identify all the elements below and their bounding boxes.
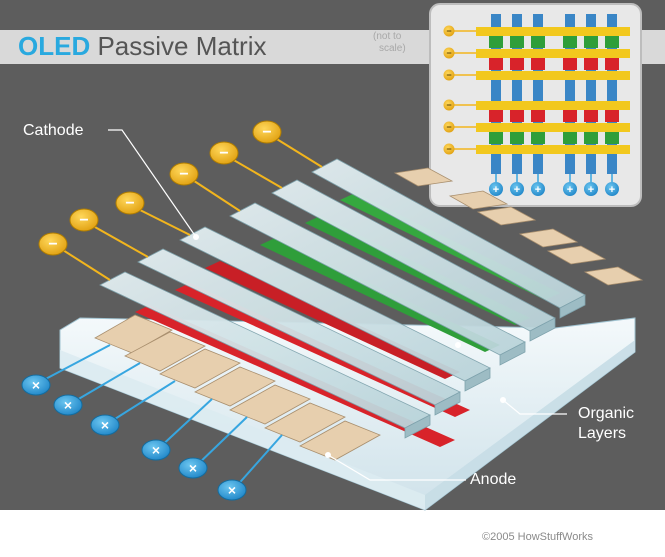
anode-wires <box>37 344 283 490</box>
callout-dots <box>193 234 506 458</box>
inset-anode-plus: + <box>514 184 520 196</box>
callout-lines <box>108 129 567 481</box>
inset-anode-plus: + <box>535 184 541 196</box>
cathode-minus-symbol: − <box>79 212 88 229</box>
cathode-minus-symbol: − <box>125 195 134 212</box>
cathode-minus-symbol: − <box>179 166 188 183</box>
inset-rows <box>476 27 630 154</box>
anode-terminal-icon <box>217 479 247 501</box>
anode-terminal-icon <box>141 439 171 461</box>
inset-anode-plus: + <box>493 184 499 196</box>
cathode-minus-symbol: − <box>219 145 228 162</box>
inset-anode-plus: + <box>609 184 615 196</box>
inset-cathode-minus: − <box>446 122 451 132</box>
anode-label: Anode <box>470 471 516 488</box>
cathode-minus-symbol: − <box>48 236 57 253</box>
inset-cathode-minus: − <box>446 48 451 58</box>
cathode-terminal-icon <box>169 162 199 186</box>
anode-x-symbol: × <box>189 460 197 476</box>
cathode-terminal-icon <box>252 120 282 144</box>
cathode-label: Cathode <box>23 122 84 139</box>
anode-x-symbol: × <box>32 377 40 393</box>
cathode-terminal-icon <box>38 232 68 256</box>
anode-x-symbol: × <box>64 397 72 413</box>
inset-pixels <box>489 36 619 144</box>
anode-x-symbol: × <box>228 482 236 498</box>
inset-cathode-minus: − <box>446 100 451 110</box>
cathode-strips <box>99 158 586 439</box>
inset-anode-terminals <box>495 174 613 182</box>
cathode-terminal-icon <box>69 208 99 232</box>
anode-x-symbol: × <box>152 442 160 458</box>
inset-anode-plus: + <box>588 184 594 196</box>
anode-terminals <box>21 374 247 501</box>
cathode-terminal-icon <box>209 141 239 165</box>
inset-cathode-terminals <box>454 30 476 150</box>
title-rest: Passive Matrix <box>90 31 266 61</box>
anode-x-symbol: × <box>101 417 109 433</box>
anode-terminal-icon <box>21 374 51 396</box>
inset-cathode-minus: − <box>446 70 451 80</box>
anode-terminal-icon <box>53 394 83 416</box>
anode-terminal-icon <box>90 414 120 436</box>
cathode-terminal-icon <box>115 191 145 215</box>
bottom-band <box>0 510 665 557</box>
anode-terminal-icon <box>178 457 208 479</box>
inset-anode-plus: + <box>567 184 573 196</box>
scale-note-line1: (not to <box>373 31 402 42</box>
scale-note-line2: scale) <box>379 43 406 54</box>
anode-pads <box>94 314 381 461</box>
diagram-title: OLED Passive Matrix <box>18 31 267 61</box>
copyright-text: ©2005 HowStuffWorks <box>482 531 594 543</box>
inset-cathode-minus: − <box>446 26 451 36</box>
organic-layers-label-line1: Organic <box>578 405 634 422</box>
inset-columns <box>491 14 617 174</box>
title-brand: OLED <box>18 31 90 61</box>
inset-matrix-panel: + + + + + + − − − − − − <box>429 3 642 207</box>
cathode-terminals <box>38 120 282 256</box>
organic-layers-label-line2: Layers <box>578 425 626 442</box>
anode-pads-rear <box>393 167 644 286</box>
cathode-minus-symbol: − <box>262 124 271 141</box>
inset-cathode-minus: − <box>446 144 451 154</box>
